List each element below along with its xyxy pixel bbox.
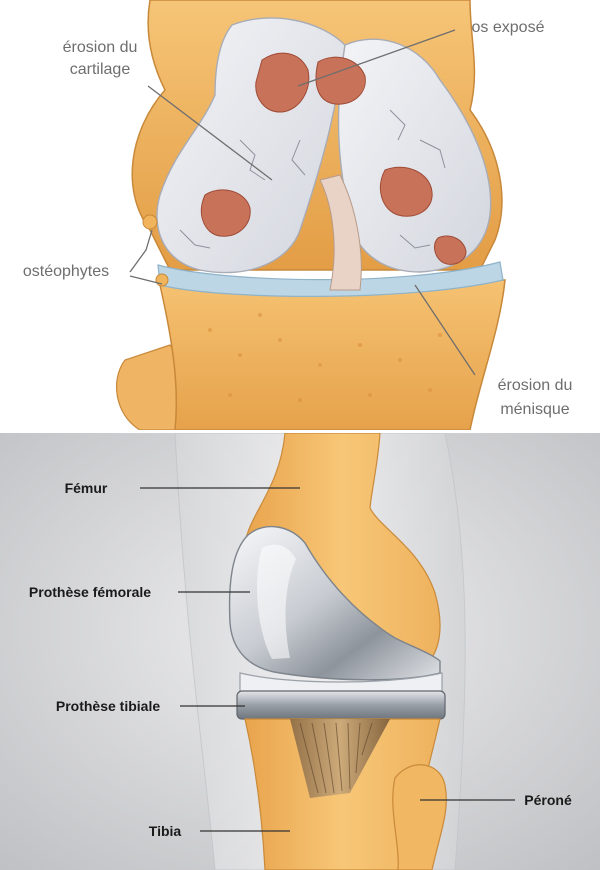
tibia-top-shape [159, 279, 506, 430]
fibula-shape [392, 764, 447, 870]
label-femoral-prosthesis: Prothèse fémorale [29, 584, 151, 600]
exposed-bone-patches [200, 52, 467, 265]
label-cartilage-erosion-2: cartilage [70, 61, 131, 78]
label-fibula: Péroné [524, 792, 572, 808]
tibial-insert-shape [239, 672, 443, 694]
label-exposed-bone: os exposé [472, 19, 545, 36]
top-leader-lines [129, 29, 476, 376]
label-osteophytes: ostéophytes [23, 263, 109, 280]
cartilage-cracks [179, 109, 446, 249]
arthritic-knee-drawing: érosion du cartilage os exposé ostéophyt… [23, 0, 573, 430]
label-cartilage-erosion-1: érosion du [63, 39, 138, 56]
label-tibial-prosthesis: Prothèse tibiale [56, 698, 160, 714]
tibial-stem-texture [299, 722, 373, 794]
bottom-leader-lines [140, 487, 515, 832]
label-femur: Fémur [65, 480, 108, 496]
tibial-prosthesis-tray [236, 690, 446, 720]
cruciate-ligament [319, 174, 362, 291]
panel-divider [0, 430, 600, 433]
prosthesis-panel: Fémur Prothèse fémorale Prothèse tibiale… [0, 433, 600, 870]
label-meniscus-erosion-1: érosion du [498, 377, 573, 394]
arthritic-knee-panel: érosion du cartilage os exposé ostéophyt… [0, 0, 600, 430]
tibia-texture [208, 313, 442, 402]
prosthesis-drawing: Fémur Prothèse fémorale Prothèse tibiale… [0, 433, 600, 870]
label-tibia: Tibia [149, 823, 182, 839]
femoral-prosthesis-highlight [257, 544, 296, 659]
tibia-shape [244, 718, 441, 870]
label-meniscus-erosion-2: ménisque [500, 401, 569, 418]
